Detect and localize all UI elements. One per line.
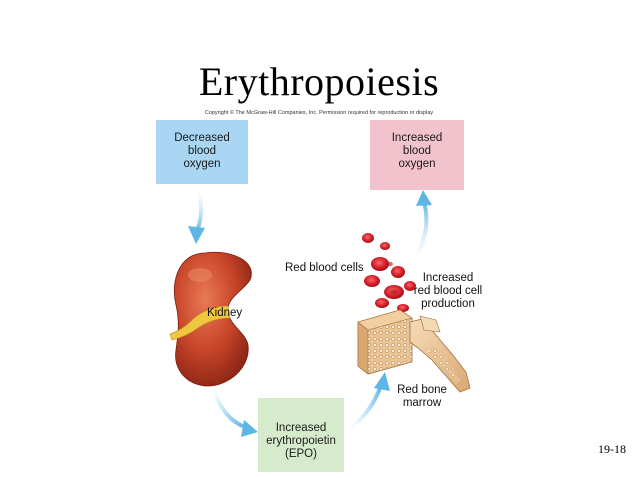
label-line: Increased [422,272,474,284]
red-blood-cells-label: Red blood cells [285,262,364,274]
bone-marrow-illustration [357,309,471,393]
arrow-oxygen-to-kidney [188,187,205,244]
box-line: Increased [391,132,443,144]
increased-epo-box: Increased erythropoietin (EPO) [258,398,344,472]
box-line: oxygen [183,158,221,170]
slide-number: 19-18 [598,442,626,456]
label-line: Red bone [397,384,447,396]
arrow-epo-to-marrow [346,372,390,432]
red-blood-cells [362,233,416,312]
rbc-production-label: Increased red blood cell production [408,272,488,311]
box-line: blood [402,145,432,157]
red-bone-marrow-label: Red bone marrow [393,384,451,410]
arrow-production-to-oxygen [411,190,432,264]
box-line: oxygen [398,158,436,170]
box-line: (EPO) [285,448,317,460]
box-line: blood [187,145,217,157]
arrow-kidney-to-epo [211,384,258,437]
label-line: production [421,298,475,310]
box-line: Decreased [174,132,230,144]
kidney-label: Kidney [207,307,243,319]
box-line: Increased [275,422,327,434]
box-line: erythropoietin [266,435,336,447]
increased-blood-oxygen-box: Increased blood oxygen [370,120,464,190]
label-line: red blood cell [413,285,483,297]
copyright-notice: Copyright © The McGraw-Hill Companies, I… [204,110,434,116]
label-line: marrow [402,397,442,409]
page-title: Erythropoiesis [198,59,440,104]
kidney-illustration [169,251,252,387]
decreased-blood-oxygen-box: Decreased blood oxygen [156,120,248,184]
